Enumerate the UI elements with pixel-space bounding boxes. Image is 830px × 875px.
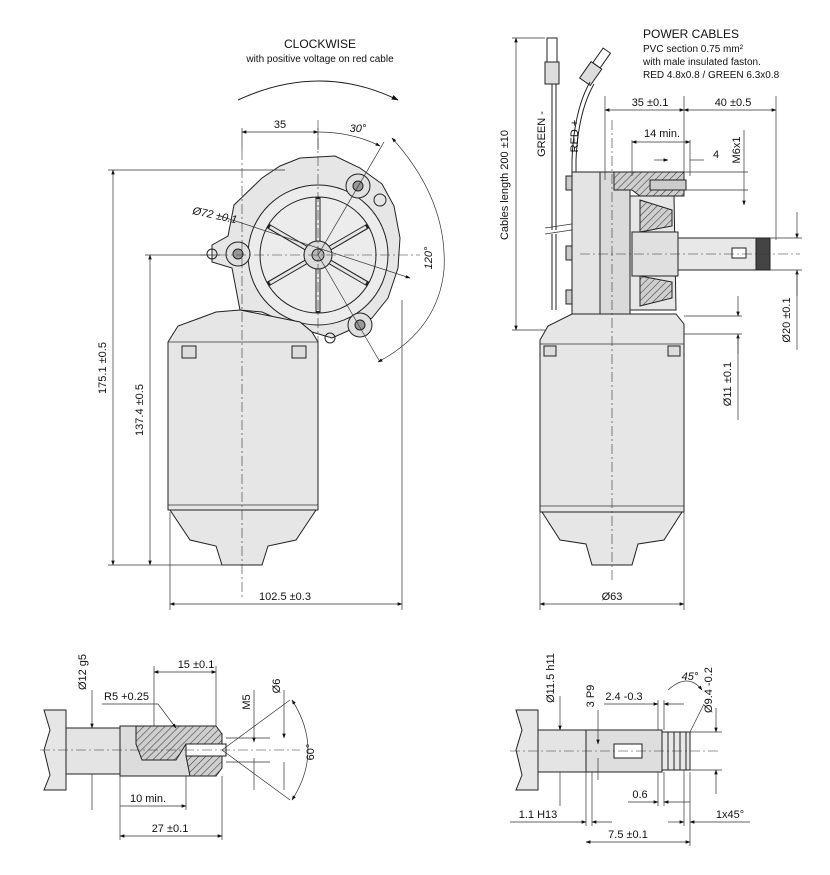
height-137: 137.4 ±0.5 <box>134 384 146 436</box>
green-faston <box>546 37 558 63</box>
thread-m5: M5 <box>241 694 253 709</box>
dia-72: Ø72 ±0.1 <box>190 205 238 226</box>
motor-endcap <box>169 509 317 566</box>
angle-30: 30° <box>350 123 367 135</box>
dim-40: 40 ±0.5 <box>715 97 752 109</box>
side-view: POWER CABLES PVC section 0.75 mm² with m… <box>499 27 802 610</box>
dim-14: 14 min. <box>644 128 680 140</box>
angle-45: 45° <box>682 671 699 683</box>
dim-15: 15 ±0.1 <box>178 659 215 671</box>
dim-4: 4 <box>713 149 719 161</box>
dia-11: Ø11 ±0.1 <box>722 362 734 406</box>
key-3p9: 3 P9 <box>585 685 597 708</box>
green-label: GREEN - <box>536 111 548 157</box>
thread-m6: M6x1 <box>731 137 743 164</box>
power-cables-line1: PVC section 0.75 mm² <box>643 44 744 55</box>
radius-r5: R5 +0.25 <box>104 691 149 703</box>
rotation-subtitle: with positive voltage on red cable <box>245 54 394 65</box>
dim-7-5: 7.5 ±0.1 <box>608 829 648 841</box>
dia-11-5: Ø11.5 h11 <box>545 653 557 703</box>
shaft-detail-a: Ø12 g5 15 ±0.1 R5 +0.25 M5 Ø6 60° 10 min… <box>40 654 317 840</box>
dim-10: 10 min. <box>130 793 166 805</box>
width-102: 102.5 ±0.3 <box>259 591 311 603</box>
dim-27: 27 ±0.1 <box>152 823 189 835</box>
power-cables-line2: with male insulated faston. <box>642 57 761 68</box>
rotation-title: CLOCKWISE <box>284 37 356 51</box>
dim-35-side: 35 ±0.1 <box>632 97 669 109</box>
dia-9-4: Ø9.4 -0.2 <box>703 667 715 713</box>
shaft-b-flange <box>515 709 539 791</box>
power-cables-line3: RED 4.8x0.8 / GREEN 6.3x0.8 <box>643 70 780 81</box>
chamfer: 1x45° <box>716 809 744 821</box>
side-gearbox-cover <box>571 171 603 315</box>
shaft-detail-b: Ø11.5 h11 3 P9 2.4 -0.3 45° Ø9.4 -0.2 0.… <box>510 653 750 846</box>
mounting-bosses <box>206 173 387 344</box>
red-label: RED + <box>569 120 581 153</box>
dim-0-6: 0.6 <box>632 789 647 801</box>
dim-2-4: 2.4 -0.3 <box>605 691 642 703</box>
height-175: 175.1 ±0.5 <box>97 342 109 394</box>
angle-60: 60° <box>305 744 317 761</box>
dia-12: Ø12 g5 <box>77 654 89 690</box>
dia-20: Ø20 ±0.1 <box>781 297 793 342</box>
front-view: CLOCKWISE with positive voltage on red c… <box>97 37 445 610</box>
dia-6: Ø6 <box>271 679 283 694</box>
angle-120: 120° <box>423 246 435 269</box>
power-cables-title: POWER CABLES <box>643 27 739 41</box>
dia-63: Ø63 <box>602 591 623 603</box>
cables-length: Cables length 200 ±10 <box>499 130 511 240</box>
dim-1-1: 1.1 H13 <box>519 809 558 821</box>
rotation-arrow <box>237 80 399 101</box>
motor-housing <box>167 309 319 511</box>
dim-35: 35 <box>274 119 286 131</box>
